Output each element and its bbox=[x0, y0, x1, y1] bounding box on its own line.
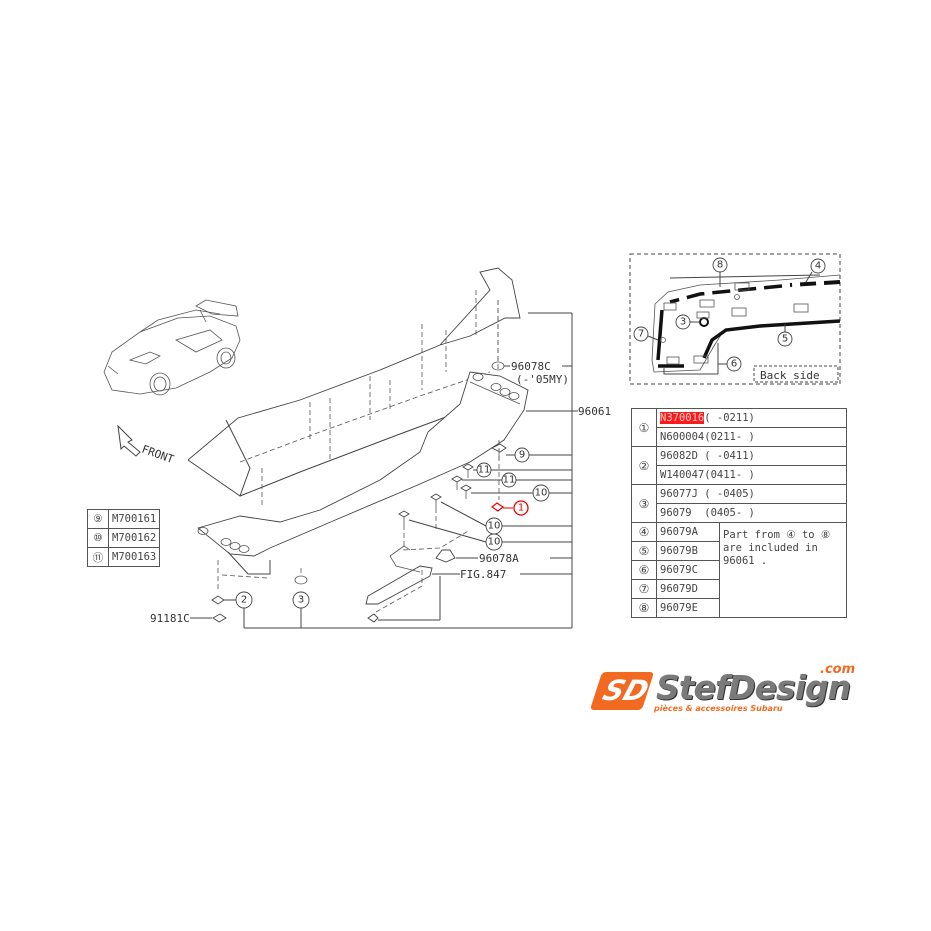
car-illustration bbox=[103, 299, 241, 396]
part-cell: W140047(0411- ) bbox=[656, 465, 847, 485]
highlighted-part-number[interactable]: N370016 bbox=[660, 412, 705, 424]
part-cell: 96079 (0405- ) bbox=[656, 503, 847, 523]
svg-text:3: 3 bbox=[680, 317, 686, 328]
stefdesign-logo[interactable]: SD StefDesign .com pièces & accessoires … bbox=[589, 662, 856, 718]
parts-table: ① N370016( -0211) N600004(0211- ) ② 9608… bbox=[631, 408, 847, 618]
table-row: 96079 (0405- ) bbox=[632, 503, 847, 523]
table-row: ① N370016( -0211) bbox=[631, 408, 847, 447]
table-row: ⑩ M700162 bbox=[87, 528, 161, 548]
svg-text:8: 8 bbox=[717, 260, 723, 271]
svg-text:FIG.847: FIG.847 bbox=[460, 568, 506, 581]
svg-text:7: 7 bbox=[638, 329, 644, 340]
ref-cell: ③ bbox=[631, 484, 657, 523]
table-row: W140047(0411- ) bbox=[632, 465, 847, 485]
svg-text:10: 10 bbox=[488, 537, 501, 548]
table-row: ⑦ 96079D bbox=[631, 579, 847, 599]
lower-fasteners: 2 91181C 3 bbox=[150, 568, 572, 629]
front-arrow: FRONT bbox=[117, 424, 176, 467]
svg-text:10: 10 bbox=[488, 521, 501, 532]
svg-text:11: 11 bbox=[503, 475, 516, 486]
front-label: FRONT bbox=[140, 443, 176, 467]
part-cell: 96077J ( -0405) bbox=[656, 484, 847, 504]
ref-cell: ① bbox=[631, 408, 657, 447]
table-row: ⑧ 96079E bbox=[631, 598, 847, 618]
svg-text:4: 4 bbox=[815, 261, 821, 272]
inclusion-note: Part from ④ to ⑧ are included in 96061 . bbox=[719, 522, 847, 618]
screw-table: ⑨ M700161 ⑩ M700162 ⑪ M700163 bbox=[87, 509, 161, 567]
grommet-96078a: 96078A bbox=[435, 549, 572, 565]
table-row: ⑨ M700161 bbox=[87, 509, 161, 529]
svg-text:2: 2 bbox=[241, 595, 247, 606]
grommet-96078c: 96078C (-'05MY) bbox=[491, 300, 572, 386]
svg-text:96061: 96061 bbox=[578, 405, 611, 418]
svg-text:3: 3 bbox=[298, 595, 304, 606]
svg-text:10: 10 bbox=[535, 488, 548, 499]
table-row: ③ 96077J ( -0405) bbox=[631, 484, 847, 523]
part-cell: 96082D ( -0411) bbox=[656, 446, 847, 466]
table-row: ② 96082D ( -0411) bbox=[631, 446, 847, 485]
svg-text:91181C: 91181C bbox=[150, 612, 190, 625]
svg-text:1: 1 bbox=[518, 503, 524, 514]
part-cell: N370016( -0211) bbox=[656, 408, 847, 428]
svg-text:96078A: 96078A bbox=[479, 552, 519, 565]
logo-name: StefDesign bbox=[656, 668, 851, 707]
table-row: ⑤ 96079B bbox=[631, 541, 847, 561]
part-cell: N600004(0211- ) bbox=[656, 427, 847, 447]
svg-text:5: 5 bbox=[782, 334, 788, 345]
table-row: N600004(0211- ) bbox=[632, 427, 847, 447]
logo-domain: .com bbox=[820, 662, 856, 677]
table-row: ⑪ M700163 bbox=[87, 547, 161, 567]
table-row: ④ 96079A Part from ④ to ⑧ are included i… bbox=[631, 522, 847, 618]
svg-text:Back side: Back side bbox=[760, 369, 820, 382]
svg-text:(-'05MY): (-'05MY) bbox=[516, 373, 569, 386]
logo-mark-icon: SD bbox=[589, 672, 655, 710]
svg-text:96078C: 96078C bbox=[511, 360, 551, 373]
svg-text:9: 9 bbox=[519, 450, 525, 461]
back-side-detail: 8 4 3 7 5 6 Back side bbox=[629, 253, 841, 385]
fasteners: 9 11 11 10 1 10 bbox=[398, 440, 572, 551]
ref-cell: ② bbox=[631, 446, 657, 485]
svg-text:6: 6 bbox=[731, 359, 737, 370]
spoiler-body bbox=[197, 371, 529, 590]
logo-tagline: pièces & accessoires Subaru bbox=[654, 704, 783, 713]
brake-light-assembly: FIG.847 bbox=[365, 545, 572, 623]
svg-text:11: 11 bbox=[478, 465, 491, 476]
table-row: ⑥ 96079C bbox=[631, 560, 847, 580]
